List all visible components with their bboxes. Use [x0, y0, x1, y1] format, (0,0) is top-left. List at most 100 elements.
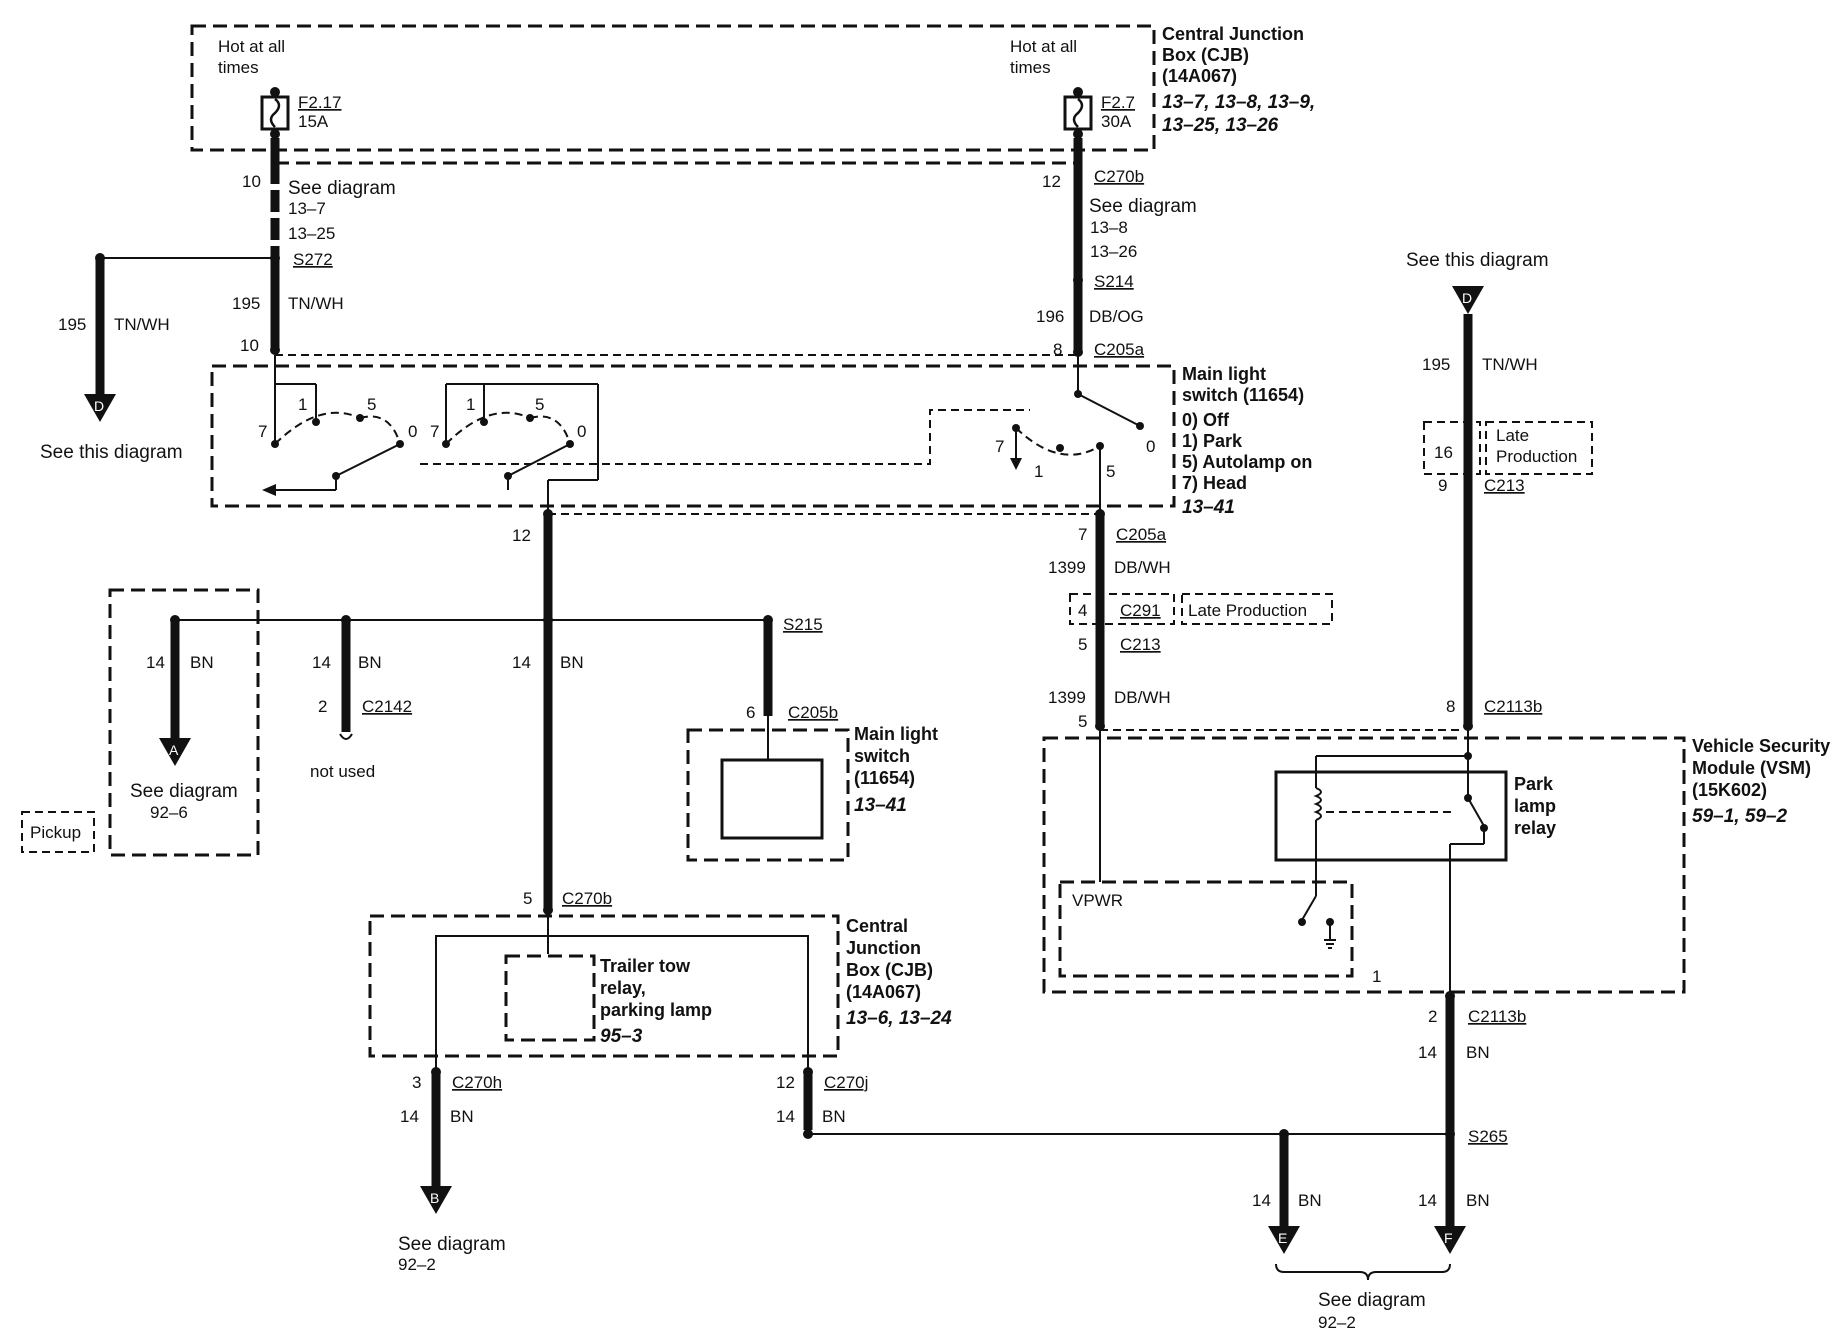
cjb-bottom-bus — [435, 935, 809, 1068]
right-feed-ref-2: 13–26 — [1090, 242, 1137, 261]
late-box-right — [1485, 421, 1593, 475]
out-b-caption-1: See diagram — [398, 1234, 506, 1255]
pos-b0: 0 — [577, 422, 586, 441]
right-feed-see: See diagram — [1089, 196, 1197, 217]
vsm-title-2: Module (VSM) — [1692, 758, 1811, 778]
center-circuit: 14 — [512, 653, 531, 672]
right-top-color: TN/WH — [1482, 355, 1538, 374]
vsm-out-circuit: 14 — [1418, 1043, 1437, 1062]
out-j-circuit: 14 — [776, 1107, 795, 1126]
switch-small-box — [686, 728, 850, 862]
park-relay-2: lamp — [1514, 796, 1556, 816]
relay-trailer-1: Trailer tow — [600, 956, 691, 976]
fuse-left — [260, 87, 290, 139]
splice-s265: S265 — [1468, 1127, 1508, 1146]
vsm-out-pin: 2 — [1428, 1007, 1437, 1026]
main-switch-pos-5: 5) Autolamp on — [1182, 452, 1312, 472]
mid-feed-circuit-2: 1399 — [1048, 688, 1086, 707]
out-j-color: BN — [822, 1107, 846, 1126]
switch-small-connector: C205b — [788, 703, 838, 722]
right-top-caption: See this diagram — [1406, 250, 1549, 271]
vsm-out-connector: C2113b — [1468, 1007, 1526, 1026]
connector-a-letter: A — [169, 742, 179, 758]
right-top-late-pin: 16 — [1434, 443, 1453, 462]
c2142-connector: C2142 — [362, 697, 412, 716]
vpwr-box — [1058, 880, 1354, 978]
cjb-bottom-title-4: (14A067) — [846, 982, 921, 1002]
connector-b — [420, 1186, 452, 1214]
vsm-box — [1042, 736, 1686, 994]
hot-right-1: Hot at all — [1010, 37, 1077, 56]
left-feed-pin-bottom: 10 — [240, 336, 259, 355]
connector-f — [1434, 1226, 1466, 1254]
vsm-pin-8: 8 — [1446, 697, 1455, 716]
cjb-top-title-1: Central Junction — [1162, 24, 1304, 44]
right-feed-color: DB/OG — [1089, 307, 1144, 326]
switch-section-c — [420, 355, 1144, 514]
cjb-bottom-title-2: Junction — [846, 938, 921, 958]
right-feed-pin-top: 12 — [1042, 172, 1061, 191]
pos-c7: 7 — [995, 437, 1004, 456]
switch-small-title-1: Main light — [854, 724, 938, 744]
c2142-color: BN — [358, 653, 382, 672]
late-pin-box — [1423, 421, 1481, 475]
right-top-late-2: Production — [1496, 447, 1577, 466]
splice-s214 — [1073, 275, 1083, 285]
left-feed-circuit: 195 — [232, 294, 260, 313]
out-j-connector: C270j — [824, 1073, 868, 1092]
out-j-pin: 12 — [776, 1073, 795, 1092]
splice-s265-dot — [1445, 1129, 1455, 1139]
out-b-color: BN — [450, 1107, 474, 1126]
right-feed-ref-1: 13–8 — [1090, 218, 1128, 237]
vsm-title-1: Vehicle Security — [1692, 736, 1830, 756]
park-lamp-relay-box — [1274, 770, 1508, 862]
vsm-refs: 59–1, 59–2 — [1692, 806, 1788, 827]
hot-right-2: times — [1010, 58, 1051, 77]
cjb-top-title-3: (14A067) — [1162, 66, 1237, 86]
right-feed-connector: C270b — [1094, 167, 1144, 186]
pos-b5: 5 — [535, 395, 544, 414]
c213: C213 — [1120, 635, 1161, 654]
splice-s215: S215 — [783, 615, 823, 634]
c2142-note: not used — [310, 762, 375, 781]
fuse-left-rating: 15A — [298, 112, 329, 131]
c291: C291 — [1120, 601, 1161, 620]
see-bottom-2: 92–2 — [1318, 1313, 1356, 1332]
late-production-box — [1181, 593, 1333, 625]
mid-feed-color: DB/WH — [1114, 558, 1171, 577]
connector-b-letter: B — [430, 1190, 439, 1206]
mid-feed-circuit: 1399 — [1048, 558, 1086, 577]
connector-f-letter: F — [1444, 1230, 1453, 1246]
switch-small-pin: 6 — [746, 703, 755, 722]
switch-small-ref: 13–41 — [854, 795, 907, 816]
cjb-bottom-title-3: Box (CJB) — [846, 960, 933, 980]
mid-feed-connector: C205a — [1116, 525, 1167, 544]
fuse-left-id: F2.17 — [298, 93, 341, 112]
pos-b7: 7 — [430, 422, 439, 441]
cjb-top-refs-1: 13–7, 13–8, 13–9, — [1162, 92, 1315, 113]
main-switch-pos-0: 0) Off — [1182, 410, 1230, 430]
mid-feed-pin: 7 — [1078, 525, 1087, 544]
main-switch-title-2: switch (11654) — [1182, 385, 1304, 405]
left-feed-pin-top: 10 — [242, 172, 261, 191]
right-top-circuit: 195 — [1422, 355, 1450, 374]
cjb-bottom-refs: 13–6, 13–24 — [846, 1008, 952, 1029]
switch-small-component — [720, 758, 824, 840]
vsm-out-color: BN — [1466, 1043, 1490, 1062]
relay-coil — [1313, 756, 1454, 850]
pos-c1: 1 — [1034, 462, 1043, 481]
left-feed-see: See diagram — [288, 178, 396, 199]
c291-box — [1069, 593, 1175, 625]
left-feed-ref-2: 13–25 — [288, 224, 335, 243]
right-feed-circuit: 196 — [1036, 307, 1064, 326]
pos-a1: 1 — [298, 395, 307, 414]
see-bottom-bracket — [1275, 1263, 1451, 1281]
main-switch-ref: 13–41 — [1182, 497, 1235, 518]
cjb-top-box — [190, 24, 1156, 152]
out-f-circuit: 14 — [1418, 1191, 1437, 1210]
pickup-caption-1: See diagram — [130, 781, 238, 802]
cjb-bottom-connector: C270b — [562, 889, 612, 908]
main-switch-title-1: Main light — [1182, 364, 1266, 384]
left-feed-splice: S272 — [293, 250, 333, 269]
